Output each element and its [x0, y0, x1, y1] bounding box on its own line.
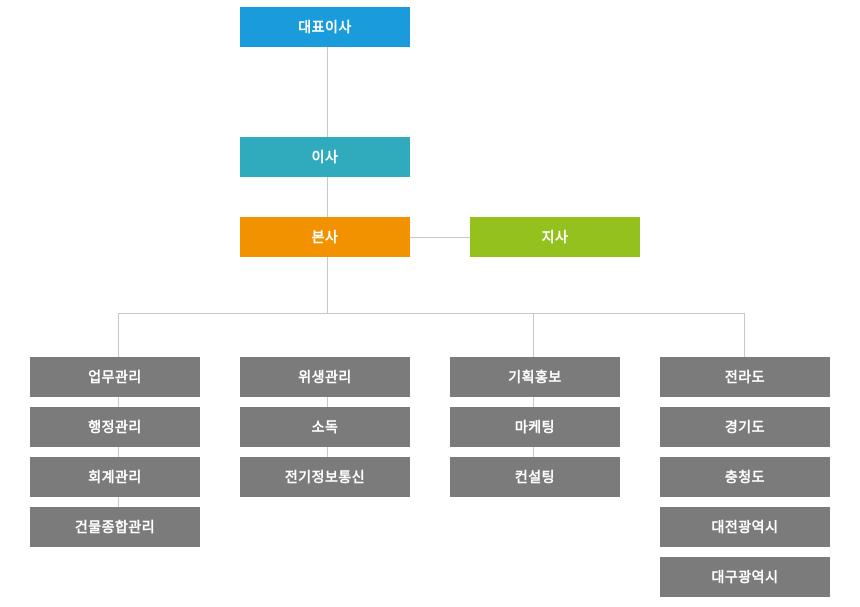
- department-column-3: 기획홍보 마케팅 컨설팅: [450, 357, 620, 497]
- connector-hq-branch: [410, 237, 470, 238]
- connector-departments-horizontal: [118, 313, 745, 314]
- department-column-2: 위생관리 소독 전기정보통신: [240, 357, 410, 497]
- connector-drop-col1: [118, 313, 119, 357]
- region-box: 대구광역시: [660, 557, 830, 597]
- director-box: 이사: [240, 137, 410, 177]
- department-box: 위생관리: [240, 357, 410, 397]
- ceo-box: 대표이사: [240, 7, 410, 47]
- department-box: 건물종합관리: [30, 507, 200, 547]
- connector-director-hq: [327, 177, 328, 217]
- department-box: 회계관리: [30, 457, 200, 497]
- department-box: 업무관리: [30, 357, 200, 397]
- region-box: 경기도: [660, 407, 830, 447]
- region-box: 대전광역시: [660, 507, 830, 547]
- connector-hq-departments: [327, 257, 328, 313]
- department-box: 행정관리: [30, 407, 200, 447]
- connector-drop-col4: [744, 313, 745, 357]
- department-column-4: 전라도 경기도 충청도 대전광역시 대구광역시: [660, 357, 830, 597]
- connector-spine-col1: [118, 397, 119, 507]
- department-box: 전기정보통신: [240, 457, 410, 497]
- department-column-1: 업무관리 행정관리 회계관리 건물종합관리: [30, 357, 200, 547]
- branch-box: 지사: [470, 217, 640, 257]
- department-box: 컨설팅: [450, 457, 620, 497]
- department-box: 소독: [240, 407, 410, 447]
- department-box: 기획홍보: [450, 357, 620, 397]
- headquarters-box: 본사: [240, 217, 410, 257]
- connector-drop-col3: [533, 313, 534, 357]
- region-box: 충청도: [660, 457, 830, 497]
- department-box: 마케팅: [450, 407, 620, 447]
- region-box: 전라도: [660, 357, 830, 397]
- connector-ceo-director: [327, 47, 328, 137]
